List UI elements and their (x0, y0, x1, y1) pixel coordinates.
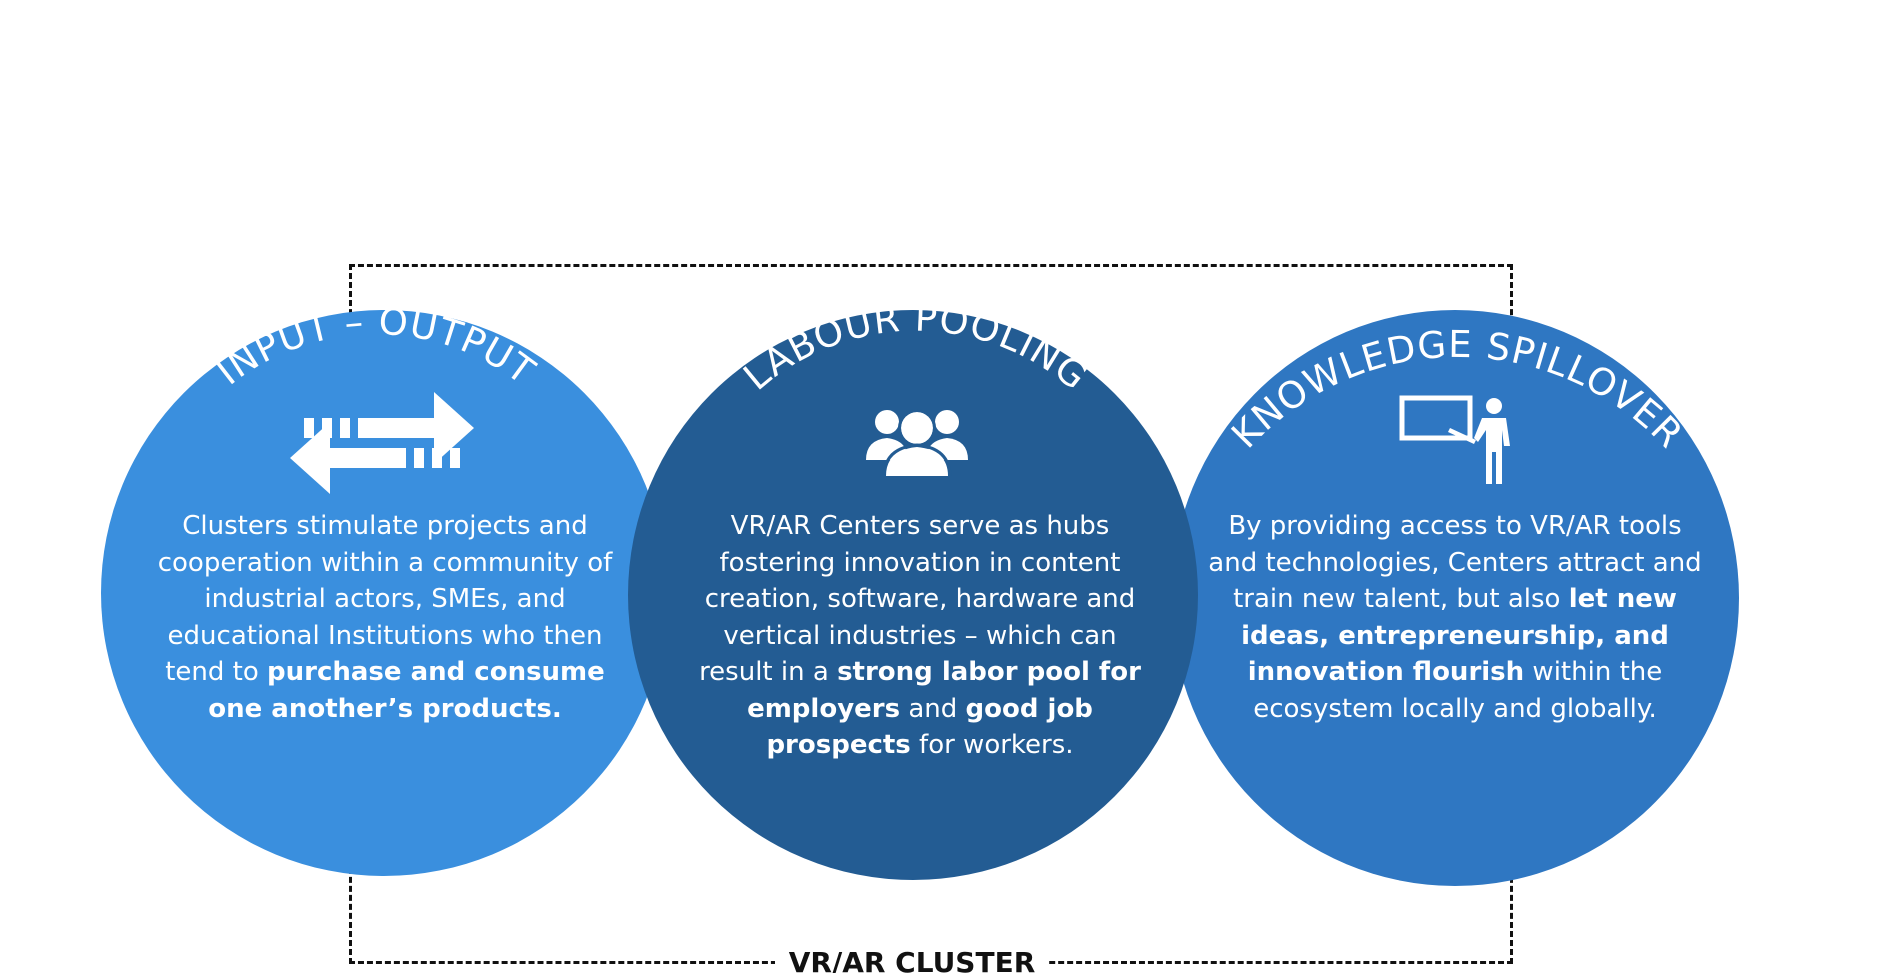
emphasis-text: strong labor pool for employers (747, 657, 1141, 724)
input-output-circle (101, 310, 667, 876)
people-group-icon (866, 409, 968, 478)
teacher-board-icon (1399, 395, 1510, 484)
body-text-run: Clusters stimulate projects and cooperat… (157, 511, 613, 687)
cluster-label-text: VR/AR CLUSTER (774, 946, 1050, 973)
labour-pooling-circle (628, 310, 1198, 880)
emphasis-text: purchase and consume one another’s produ… (208, 657, 605, 724)
two-way-arrows-icon (290, 392, 474, 494)
input-output-text: Clusters stimulate projects and cooperat… (150, 508, 620, 727)
cluster-label: VR/AR CLUSTER (0, 946, 1824, 973)
knowledge-spillover-circle (1171, 310, 1739, 886)
emphasis-text: let new ideas, entrepreneurship, and inn… (1241, 584, 1677, 687)
body-text-run: By providing access to VR/AR tools and t… (1208, 511, 1702, 614)
body-text-run: for workers. (910, 730, 1074, 760)
emphasis-text: good job prospects (766, 693, 1093, 761)
body-text-run: VR/AR Centers serve as hubs fostering in… (699, 511, 1136, 687)
body-text-run: within the ecosystem locally and globall… (1253, 657, 1663, 724)
body-text-run: and (900, 693, 966, 724)
knowledge-spillover-text: By providing access to VR/AR tools and t… (1200, 508, 1710, 727)
labour-pooling-text: VR/AR Centers serve as hubs fostering in… (690, 508, 1150, 764)
